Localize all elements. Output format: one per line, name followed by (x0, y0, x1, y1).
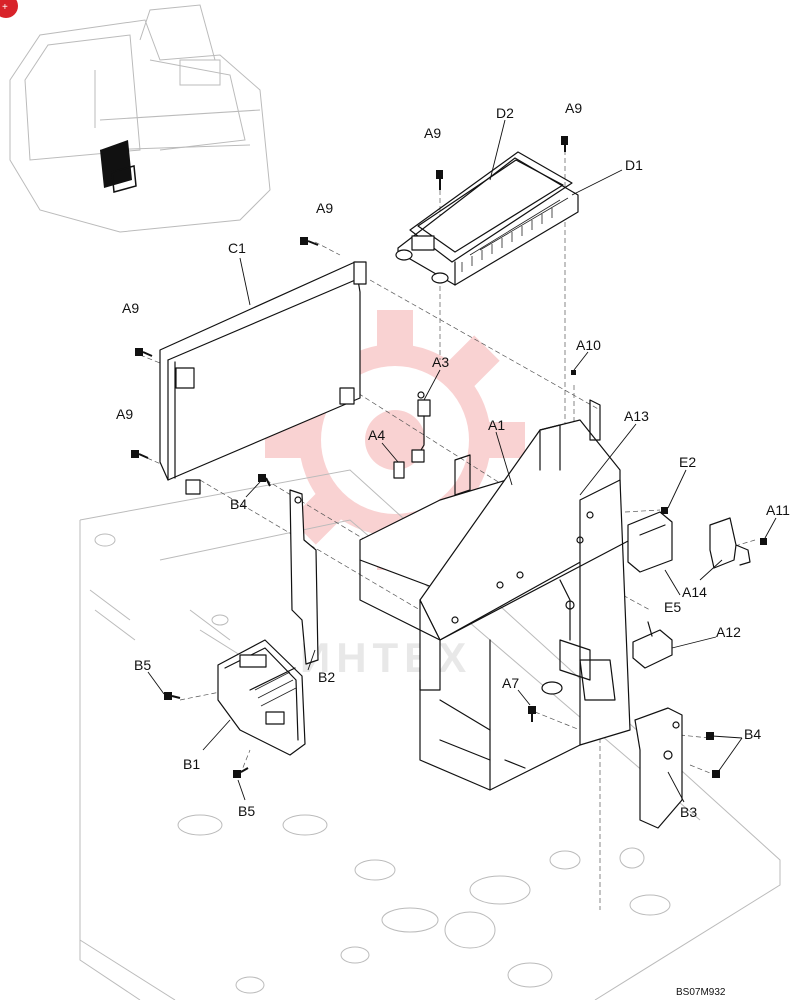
label-d2: D2 (496, 105, 514, 121)
bolts (131, 136, 767, 778)
svg-text:+: + (2, 2, 8, 13)
label-b5: B5 (238, 803, 255, 819)
label-a4: A4 (368, 427, 385, 443)
label-b3: B3 (680, 804, 697, 820)
part-a12 (632, 621, 673, 669)
label-b2: B2 (318, 669, 335, 685)
label-a11: A11 (766, 502, 790, 518)
label-a3: A3 (432, 354, 449, 370)
label-a9: A9 (122, 300, 139, 316)
label-e2: E2 (679, 454, 696, 470)
label-b4: B4 (744, 726, 761, 742)
thumbnail-highlight (100, 140, 137, 193)
corner-badge-icon: + (0, 0, 18, 18)
label-d1: D1 (625, 157, 643, 173)
base-plate (79, 469, 781, 1000)
label-b1: B1 (183, 756, 200, 772)
relay-a3 (411, 391, 431, 463)
label-a9: A9 (116, 406, 133, 422)
label-a9: A9 (424, 125, 441, 141)
label-e5: E5 (664, 599, 681, 615)
label-c1: C1 (228, 240, 246, 256)
label-a13: A13 (624, 408, 649, 424)
label-a1: A1 (488, 417, 505, 433)
part-labels: D2 D1 A9 A9 A9 C1 A9 A9 A3 A4 A1 A10 A13… (116, 100, 790, 998)
excavator-thumbnail (9, 4, 271, 233)
control-box-d1 (395, 151, 579, 286)
label-b4: B4 (230, 496, 247, 512)
leader-lines (147, 119, 777, 803)
bracket-b3 (634, 707, 683, 829)
part-e5 (627, 511, 673, 573)
connector-a14 (709, 517, 751, 569)
label-a9: A9 (565, 100, 582, 116)
bracket-b2 (289, 489, 319, 665)
part-a4 (393, 461, 405, 479)
controller-b1 (217, 639, 306, 756)
label-a7: A7 (502, 675, 519, 691)
drawing-code: BS07M932 (676, 987, 726, 998)
panel-c1 (159, 261, 367, 495)
label-a9: A9 (316, 200, 333, 216)
main-bracket-a1 (359, 399, 631, 791)
label-b5: B5 (134, 657, 151, 673)
label-a10: A10 (576, 337, 601, 353)
label-a12: A12 (716, 624, 741, 640)
label-a14: A14 (682, 584, 707, 600)
